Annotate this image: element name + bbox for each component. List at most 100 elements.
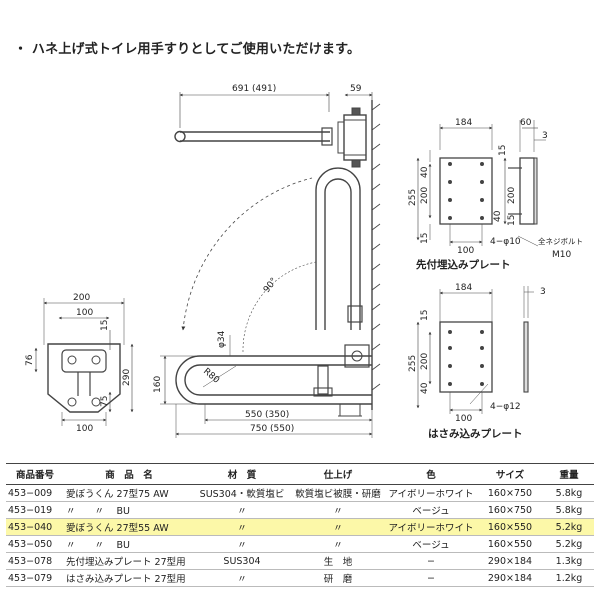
base-plate-drawing: [34, 298, 134, 426]
product-table: 商品番号 商 品 名 材 質 仕上げ 色 サイズ 重量 453−009 愛ぼうく…: [6, 463, 594, 587]
cell-color: アイボリーホワイト: [386, 484, 476, 502]
cell-code: 453−079: [6, 569, 64, 587]
plate1-holes: 4−φ10: [490, 237, 521, 247]
header-finish: 仕上げ: [290, 463, 386, 485]
cell-name: 愛ぼうくん 27型55 AW: [64, 518, 194, 536]
plate2-d255: 255: [408, 355, 418, 372]
header-name: 商 品 名: [64, 463, 194, 485]
cell-size: 160×550: [476, 535, 544, 553]
cell-finish: 〃: [290, 535, 386, 553]
dim-outer-length: 750 (550): [250, 424, 294, 434]
plate1-w184: 184: [455, 118, 472, 128]
intro-text: ・ ハネ上げ式トイレ用手すりとしてご使用いただけます。: [14, 42, 361, 57]
plate1-m10: M10: [552, 250, 571, 260]
cell-weight: 5.2kg: [544, 518, 594, 536]
cell-material: SUS304・軟質塩ビ: [194, 484, 290, 502]
plate1-drawing: [416, 120, 546, 247]
table-row: 453−079 はさみ込みプレート 27型用 〃 研 磨 − 290×184 1…: [6, 569, 594, 587]
dim-top-offset: 59: [350, 84, 362, 94]
cell-code: 453−040: [6, 518, 64, 536]
cell-size: 160×550: [476, 518, 544, 536]
cell-size: 290×184: [476, 569, 544, 587]
base-76: 76: [25, 354, 35, 366]
cell-color: −: [386, 552, 476, 570]
dim-height: 160: [153, 376, 163, 393]
cell-finish: 〃: [290, 501, 386, 519]
plate1-d15b: 15: [420, 233, 430, 244]
table-row: 453−009 愛ぼうくん 27型75 AW SUS304・軟質塩ビ 軟質塩ビ被…: [6, 484, 594, 502]
cell-weight: 1.3kg: [544, 552, 594, 570]
table-row-highlighted: 453−040 愛ぼうくん 27型55 AW 〃 〃 アイボリーホワイト 160…: [6, 518, 594, 536]
plate1-d15a: 15: [498, 145, 508, 156]
cell-code: 453−019: [6, 501, 64, 519]
cell-weight: 5.8kg: [544, 501, 594, 519]
plate2-d15: 15: [420, 310, 430, 321]
cell-material: 〃: [194, 569, 290, 587]
header-weight: 重量: [544, 463, 594, 485]
plate2-d3: 3: [540, 287, 546, 297]
cell-code: 453−009: [6, 484, 64, 502]
base-bottom: 100: [76, 424, 93, 434]
plate2-d40: 40: [420, 382, 430, 394]
cell-color: アイボリーホワイト: [386, 518, 476, 536]
cell-size: 160×750: [476, 484, 544, 502]
cell-finish: 〃: [290, 518, 386, 536]
table-row: 453−019 〃 〃 BU 〃 〃 ベージュ 160×750 5.8kg: [6, 501, 594, 519]
main-handrail-drawing: [160, 92, 381, 438]
table-header-row: 商品番号 商 品 名 材 質 仕上げ 色 サイズ 重量: [6, 463, 594, 485]
cell-weight: 5.8kg: [544, 484, 594, 502]
cell-name: 愛ぼうくん 27型75 AW: [64, 484, 194, 502]
plate1-w60: 60: [520, 118, 532, 128]
plate2-w100: 100: [455, 414, 472, 424]
cell-color: ベージュ: [386, 535, 476, 553]
plate2-holes: 4−φ12: [490, 402, 521, 412]
plate1-bolt: 全ネジボルト: [538, 236, 583, 246]
cell-name: 〃 〃 BU: [64, 535, 194, 553]
dim-pipe-dia: φ34: [217, 330, 227, 348]
plate1-d3: 3: [542, 131, 548, 141]
table-row: 453−050 〃 〃 BU 〃 〃 ベージュ 160×550 5.2kg: [6, 535, 594, 553]
base-width: 200: [73, 293, 90, 303]
dim-inner-length: 550 (350): [245, 410, 289, 420]
technical-drawing: 691 (491) 59 90° φ34 R80 160 550 (350) 7…: [25, 84, 583, 440]
base-15: 15: [100, 320, 110, 331]
plate1-d40b: 40: [493, 210, 503, 222]
cell-code: 453−050: [6, 535, 64, 553]
cell-finish: 研 磨: [290, 569, 386, 587]
header-material: 材 質: [194, 463, 290, 485]
header-size: サイズ: [476, 463, 544, 485]
cell-name: はさみ込みプレート 27型用: [64, 569, 194, 587]
cell-color: −: [386, 569, 476, 587]
dim-radius: R80: [201, 367, 221, 386]
cell-size: 290×184: [476, 552, 544, 570]
plate2-d200: 200: [420, 353, 430, 370]
dim-top-length: 691 (491): [232, 84, 276, 94]
cell-color: ベージュ: [386, 501, 476, 519]
cell-finish: 生 地: [290, 552, 386, 570]
cell-weight: 1.2kg: [544, 569, 594, 587]
cell-material: 〃: [194, 501, 290, 519]
cell-code: 453−078: [6, 552, 64, 570]
plate1-d255: 255: [408, 189, 418, 206]
cell-weight: 5.2kg: [544, 535, 594, 553]
header-color: 色: [386, 463, 476, 485]
cell-material: 〃: [194, 518, 290, 536]
cell-name: 〃 〃 BU: [64, 501, 194, 519]
base-290: 290: [122, 369, 132, 386]
header-code: 商品番号: [6, 463, 64, 485]
cell-size: 160×750: [476, 501, 544, 519]
cell-material: SUS304: [194, 552, 290, 570]
plate2-label: はさみ込みプレート: [428, 427, 523, 440]
plate1-d200b: 200: [507, 187, 517, 204]
plate1-w100: 100: [457, 246, 474, 256]
cell-name: 先付埋込みプレート 27型用: [64, 552, 194, 570]
plate1-label: 先付埋込みプレート: [416, 258, 511, 271]
plate1-d15c: 15: [507, 215, 517, 226]
plate2-drawing: [416, 286, 534, 414]
plate2-w184: 184: [455, 283, 472, 293]
base-75: 75: [100, 396, 110, 407]
plate1-d40: 40: [420, 166, 430, 178]
plate1-d200a: 200: [420, 187, 430, 204]
cell-material: 〃: [194, 535, 290, 553]
table-row: 453−078 先付埋込みプレート 27型用 SUS304 生 地 − 290×…: [6, 552, 594, 570]
